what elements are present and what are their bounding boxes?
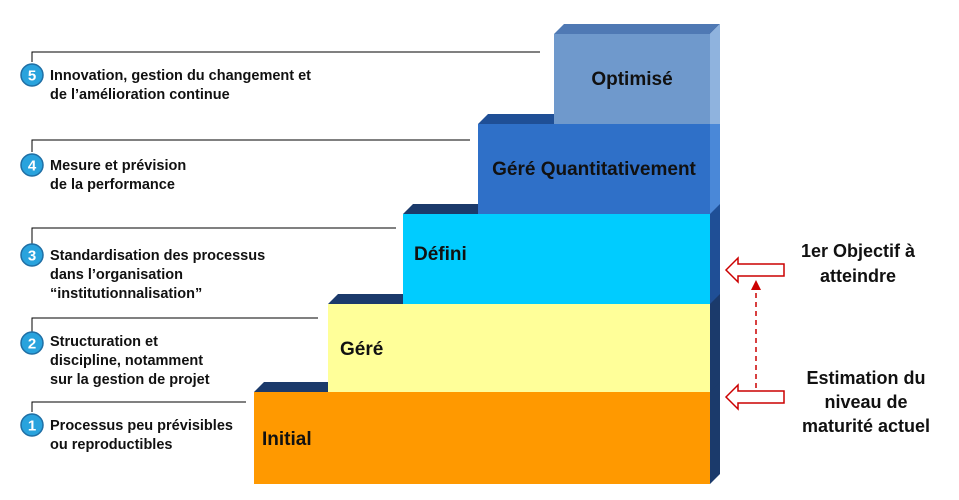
svg-text:4: 4 [28, 158, 37, 175]
step-initial: Initial [254, 382, 720, 484]
level-badge-3: 3 [20, 243, 44, 267]
svg-text:2: 2 [28, 336, 36, 353]
svg-text:Processus peu prévisibles: Processus peu prévisibles [50, 418, 233, 434]
svg-text:Standardisation des processus: Standardisation des processus [50, 248, 265, 264]
leader-lines [31, 51, 540, 412]
svg-text:Mesure et prévision: Mesure et prévision [50, 158, 186, 174]
svg-text:1er Objectif à: 1er Objectif à [801, 241, 916, 261]
svg-text:3: 3 [28, 248, 36, 265]
svg-text:Innovation, gestion du changem: Innovation, gestion du changement et [50, 68, 311, 84]
level-badge-4: 4 [20, 153, 44, 177]
target-arrow [724, 256, 785, 284]
step-label-initial: Initial [262, 429, 312, 450]
target-annotation: 1er Objectif à atteindre [801, 241, 916, 286]
svg-text:“institutionnalisation”: “institutionnalisation” [50, 286, 202, 302]
svg-text:de l’amélioration continue: de l’amélioration continue [50, 87, 230, 103]
level-badge-2: 2 [20, 331, 44, 355]
svg-text:de la performance: de la performance [50, 177, 175, 193]
step-label-defini: Défini [414, 244, 467, 265]
step-label-gere: Géré [340, 339, 383, 360]
step-label-optimise: Optimisé [591, 69, 672, 90]
svg-text:5: 5 [28, 68, 36, 85]
leader-line-5 [31, 51, 540, 62]
svg-text:ou reproductibles: ou reproductibles [50, 437, 172, 453]
svg-text:1: 1 [28, 418, 36, 435]
level-badge-1: 1 [20, 413, 44, 437]
step-optimise: Optimisé [554, 24, 720, 124]
step-defini: Défini [403, 204, 720, 304]
level-description-4: Mesure et prévision de la performance [50, 158, 186, 193]
level-description-2: Structuration et discipline, notamment s… [50, 334, 210, 388]
step-gere-quantitativement: Géré Quantitativement [478, 114, 720, 214]
svg-text:discipline, notamment: discipline, notamment [50, 353, 203, 369]
svg-text:Structuration et: Structuration et [50, 334, 158, 350]
level-description-1: Processus peu prévisibles ou reproductib… [50, 418, 233, 453]
level-description-5: Innovation, gestion du changement et de … [50, 68, 311, 103]
leader-line-4 [31, 139, 470, 152]
current-annotation: Estimation du niveau de maturité actuel [802, 368, 930, 436]
svg-text:maturité actuel: maturité actuel [802, 416, 930, 436]
level-description-3: Standardisation des processus dans l’org… [50, 248, 265, 302]
svg-text:atteindre: atteindre [820, 266, 896, 286]
step-gere: Géré [328, 294, 720, 392]
current-arrow [724, 383, 785, 411]
step-label-gere-quantitativement: Géré Quantitativement [492, 159, 696, 180]
level-badge-5: 5 [20, 63, 44, 87]
progression-arrow [751, 280, 761, 388]
svg-text:niveau de: niveau de [824, 392, 907, 412]
leader-line-3 [31, 227, 396, 244]
svg-text:Estimation du: Estimation du [806, 368, 925, 388]
svg-text:sur la gestion de projet: sur la gestion de projet [50, 372, 210, 388]
leader-line-2 [31, 317, 318, 332]
leader-line-1 [31, 401, 246, 412]
svg-text:dans l’organisation: dans l’organisation [50, 267, 183, 283]
